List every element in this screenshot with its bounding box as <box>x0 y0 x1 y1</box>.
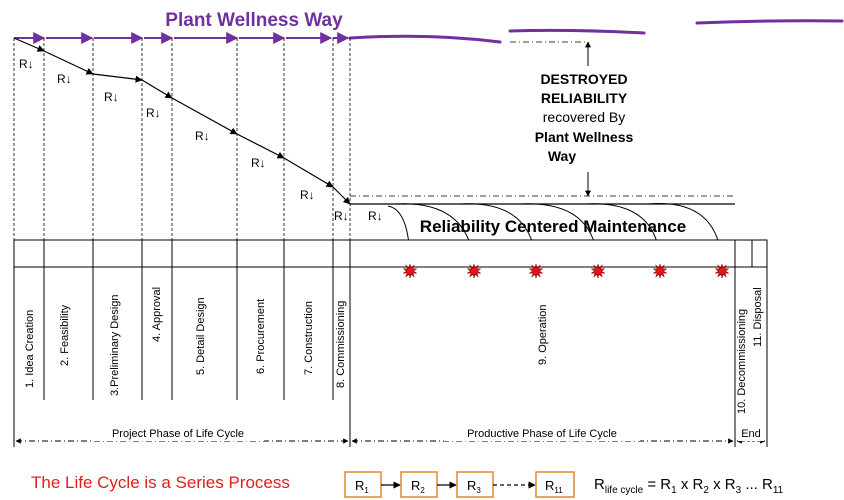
phase-label-6: 6. Procurement <box>255 299 267 374</box>
failure-burst-icon <box>529 263 543 279</box>
phase-labels: 1. Idea Creation 2. Feasibility 3.Prelim… <box>24 287 764 414</box>
r-drop-label: R↓ <box>300 188 315 202</box>
formula-lhs: R <box>594 476 605 493</box>
series-box-sub: 3 <box>476 486 481 495</box>
span-label-bg <box>444 427 640 441</box>
span-end-label: End <box>741 428 761 440</box>
series-boxes: R1 R2 R3 R11 <box>344 471 575 498</box>
phase-label-7: 7. Construction <box>303 301 315 375</box>
dashed-guides <box>13 38 735 240</box>
phase-label-3: 3.Preliminary Design <box>109 295 121 396</box>
formula-part: = R <box>643 476 671 493</box>
series-box-r3 <box>456 471 494 498</box>
series-box-label: R <box>355 478 364 493</box>
phase-label-5: 5. Detail Design <box>195 297 207 375</box>
svg-text:R1: R1 <box>355 478 369 495</box>
span-project-label: Project Phase of Life Cycle <box>112 428 244 440</box>
span-label-bg <box>92 427 264 441</box>
formula-part: x R <box>677 476 704 493</box>
formula-sub: 2 <box>703 485 709 496</box>
callout-line-3: recovered By <box>543 109 625 125</box>
r-drop-label: R↓ <box>251 156 266 170</box>
failure-burst-icon <box>715 263 729 279</box>
failure-burst-icon <box>591 263 605 279</box>
series-box-label: R <box>411 478 420 493</box>
phase-label-8: 8. Commissioning <box>335 301 347 388</box>
formula-sub: 11 <box>773 485 784 496</box>
series-process-text: The Life Cycle is a Series Process <box>31 473 290 492</box>
svg-text:R2: R2 <box>411 478 425 495</box>
failure-burst-icon <box>467 263 481 279</box>
svg-text:R3: R3 <box>467 478 481 495</box>
r-drop-labels: R↓ R↓ R↓ R↓ R↓ R↓ R↓ R↓ R↓ <box>19 57 383 223</box>
failure-burst-icon <box>403 263 417 279</box>
formula-lhs-sub: life cycle <box>605 485 644 496</box>
svg-text:R11: R11 <box>545 478 563 495</box>
r-drop-label: R↓ <box>146 106 161 120</box>
r-drop-label: R↓ <box>334 209 349 223</box>
series-box-label: R <box>545 478 554 493</box>
series-box-r11 <box>535 471 575 498</box>
formula-sub: 3 <box>736 485 742 496</box>
series-box-sub: 2 <box>420 486 425 495</box>
phase-label-9: 9. Operation <box>537 304 549 365</box>
failure-burst-icon <box>653 263 667 279</box>
callout-line-2: RELIABILITY <box>541 90 628 106</box>
phase-dividers <box>13 267 768 447</box>
rcm-label: Reliability Centered Maintenance <box>420 217 686 236</box>
r-drop-label: R↓ <box>368 209 383 223</box>
phase-label-11: 11. Disposal <box>752 287 764 347</box>
span-label-bg <box>738 427 764 441</box>
r-drop-label: R↓ <box>104 90 119 104</box>
callout-line-1: DESTROYED <box>540 71 627 87</box>
r-drop-label: R↓ <box>57 72 72 86</box>
timeline-bar <box>13 239 768 268</box>
phase-label-1: 1. Idea Creation <box>24 310 36 388</box>
span-productive-label: Productive Phase of Life Cycle <box>467 428 617 440</box>
diagram-title: Plant Wellness Way <box>165 10 343 31</box>
series-box-label: R <box>467 478 476 493</box>
formula-part: ... R <box>741 476 773 493</box>
purple-operation-line <box>348 19 844 44</box>
life-cycle-formula: Rlife cycle = R1 x R2 x R3 ... R11 <box>594 476 784 496</box>
reliability-decline-line <box>13 37 735 205</box>
phase-label-4: 4. Approval <box>151 287 163 342</box>
destroyed-reliability-callout: DESTROYED RELIABILITY recovered By Plant… <box>535 71 634 164</box>
r-drop-label: R↓ <box>19 57 34 71</box>
callout-line-5: Way <box>548 148 576 164</box>
phase-label-10: 10. Decommissioning <box>736 309 748 414</box>
phase-label-2: 2. Feasibility <box>59 304 71 366</box>
series-box-sub: 1 <box>364 486 369 495</box>
r-drop-label: R↓ <box>195 129 210 143</box>
callout-line-4: Plant Wellness <box>535 129 634 145</box>
failure-bursts <box>403 263 729 279</box>
formula-part: x R <box>709 476 736 493</box>
series-box-sub: 11 <box>554 486 563 495</box>
formula-sub: 1 <box>671 485 677 496</box>
